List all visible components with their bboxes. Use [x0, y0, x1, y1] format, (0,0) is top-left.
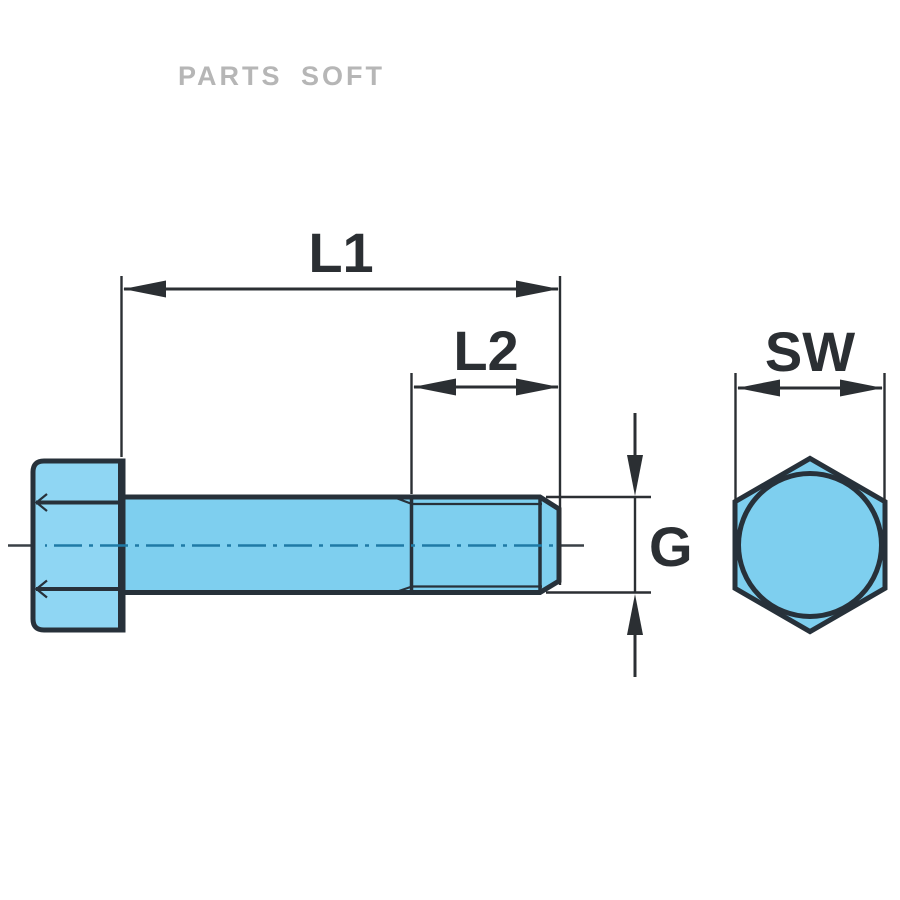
- l2-arrow-left: [413, 378, 456, 396]
- g-label: G: [649, 515, 693, 578]
- dimension-sw: SW: [734, 320, 886, 501]
- sw-label: SW: [765, 320, 855, 383]
- l1-arrow-left: [123, 280, 166, 298]
- dimension-l1: L1: [120, 221, 562, 585]
- head-chamfer-circle: [736, 471, 884, 619]
- l2-label: L2: [453, 319, 518, 382]
- head-chamfer-arc-top: [34, 493, 48, 512]
- l1-arrow-right: [516, 280, 559, 298]
- bolt-front-view: [732, 455, 888, 635]
- sw-arrow-right: [840, 379, 883, 397]
- head-chamfer-arc-bottom: [34, 579, 48, 599]
- watermark-text: PARTS SOFT: [178, 61, 385, 91]
- g-arrow-bottom: [627, 594, 643, 635]
- l2-arrow-right: [516, 378, 559, 396]
- dimension-g: G: [546, 413, 693, 677]
- thread-runout-bottom: [395, 585, 413, 594]
- bolt-side-view: [8, 458, 584, 633]
- thread-runout-top: [395, 496, 413, 506]
- dimension-l2: L2: [410, 319, 559, 494]
- g-arrow-top: [627, 455, 643, 496]
- l1-label: L1: [308, 221, 373, 284]
- sw-arrow-left: [737, 379, 780, 397]
